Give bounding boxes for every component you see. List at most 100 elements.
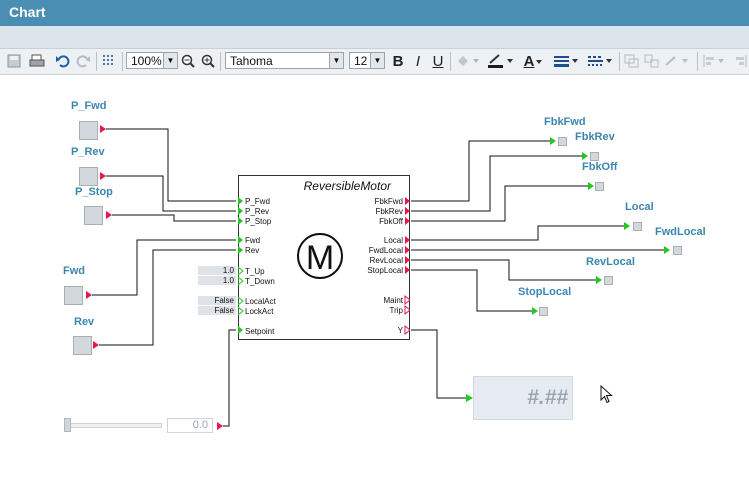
zoom-in-icon[interactable] — [200, 52, 216, 70]
window-title: Chart — [9, 4, 46, 20]
fbkfwd-label: FbkFwd — [544, 116, 586, 128]
pin-lockact[interactable]: LockAct — [245, 307, 274, 316]
bold-button[interactable]: B — [392, 52, 404, 70]
pin-y[interactable]: Y — [397, 326, 403, 335]
wire-p-fwd — [106, 128, 236, 202]
localact-value[interactable]: False — [198, 296, 236, 305]
align-left-icon[interactable] — [702, 52, 728, 70]
t-down-value[interactable]: 1.0 — [198, 276, 236, 285]
pin-p-fwd[interactable]: P_Fwd — [245, 197, 270, 206]
wire-p-rev — [106, 175, 236, 212]
font-size-select[interactable]: 12 ▼ — [349, 52, 385, 69]
print-icon[interactable] — [28, 52, 46, 70]
fbkoff-connector — [588, 182, 594, 190]
lockact-value[interactable]: False — [198, 306, 236, 315]
pin-local[interactable]: Local — [383, 236, 403, 245]
pin-maint[interactable]: Maint — [383, 296, 403, 305]
block-title: ReversibleMotor — [303, 179, 391, 193]
p-rev-connector — [100, 172, 106, 180]
fwdlocal-connector — [664, 246, 670, 254]
line-width-icon[interactable] — [553, 52, 581, 70]
chevron-down-icon: ▼ — [329, 53, 343, 68]
sub-bar — [0, 26, 749, 49]
wire-fbkrev — [411, 155, 582, 212]
p-rev-input[interactable] — [79, 167, 98, 186]
font-color-button[interactable]: A — [520, 52, 548, 70]
zoom-select[interactable]: 100% ▼ — [126, 52, 178, 69]
revlocal-output[interactable] — [604, 276, 613, 285]
undo-icon[interactable] — [54, 52, 72, 70]
font-family-value: Tahoma — [230, 54, 273, 68]
p-stop-input[interactable] — [84, 206, 103, 225]
fbkoff-output[interactable] — [595, 182, 604, 191]
line-color-icon[interactable] — [486, 52, 516, 70]
toolbar-separator — [122, 52, 123, 71]
toolbar-separator — [96, 52, 97, 71]
wire-stoplocal — [411, 269, 532, 312]
fbkrev-connector — [582, 152, 588, 160]
t-up-value[interactable]: 1.0 — [198, 266, 236, 275]
font-size-value: 12 — [354, 54, 368, 68]
fill-color-icon[interactable] — [455, 52, 481, 70]
motor-symbol: M — [297, 233, 343, 279]
pin-setpoint[interactable]: Setpoint — [245, 327, 275, 336]
font-family-select[interactable]: Tahoma ▼ — [225, 52, 344, 69]
fbkfwd-output[interactable] — [558, 137, 567, 146]
italic-button[interactable]: I — [415, 52, 421, 70]
group-icon[interactable] — [623, 52, 641, 70]
pin-p-rev[interactable]: P_Rev — [245, 207, 270, 216]
pin-revlocal[interactable]: RevLocal — [369, 256, 403, 265]
pin-fbkoff[interactable]: FbkOff — [379, 217, 403, 226]
pin-p-stop[interactable]: P_Stop — [245, 217, 272, 226]
rev-input[interactable] — [73, 336, 92, 355]
numeric-display[interactable]: #.## — [473, 376, 573, 420]
input-connector-arrows — [86, 125, 223, 430]
fbkfwd-connector — [550, 137, 556, 145]
align-right-icon[interactable] — [731, 52, 749, 70]
mouse-cursor-icon — [600, 385, 613, 404]
line-style-icon[interactable] — [587, 52, 615, 70]
wire-fbkoff — [411, 185, 588, 222]
zoom-out-icon[interactable] — [180, 52, 196, 70]
wire-y — [411, 329, 467, 399]
pin-trip[interactable]: Trip — [389, 306, 403, 315]
fbkrev-label: FbkRev — [575, 131, 615, 143]
reversible-motor-block[interactable]: ReversibleMotor M P_Fwd P_Rev P_Stop Fwd… — [238, 175, 410, 340]
save-icon[interactable] — [5, 52, 23, 70]
redo-icon[interactable] — [74, 52, 92, 70]
pin-t-down[interactable]: T_Down — [245, 277, 275, 286]
block-pin-markers — [238, 197, 410, 336]
underline-button[interactable]: U — [432, 52, 444, 70]
fwd-label: Fwd — [63, 265, 85, 277]
wire-local — [411, 225, 624, 241]
pin-t-up[interactable]: T_Up — [245, 267, 265, 276]
p-rev-label: P_Rev — [71, 146, 105, 158]
pin-localact[interactable]: LocalAct — [245, 297, 276, 306]
pin-stoplocal[interactable]: StopLocal — [367, 266, 403, 275]
setpoint-slider-track[interactable] — [64, 423, 162, 428]
wire-fwd — [92, 239, 236, 296]
stoplocal-output[interactable] — [539, 307, 548, 316]
output-connector-arrows — [466, 137, 670, 402]
pin-fbkfwd[interactable]: FbkFwd — [374, 197, 403, 206]
pin-rev[interactable]: Rev — [245, 246, 260, 255]
setpoint-slider-handle[interactable] — [64, 418, 71, 432]
rotate-icon[interactable] — [663, 52, 691, 70]
setpoint-value-field[interactable]: 0.0 — [167, 418, 213, 433]
pin-fbkrev[interactable]: FbkRev — [375, 207, 403, 216]
display-connector — [466, 394, 473, 402]
local-output[interactable] — [633, 222, 642, 231]
ungroup-icon[interactable] — [643, 52, 661, 70]
p-fwd-input[interactable] — [79, 121, 98, 140]
pin-fwdlocal[interactable]: FwdLocal — [368, 246, 403, 255]
local-label: Local — [625, 201, 654, 213]
p-fwd-connector — [100, 125, 106, 133]
wire-p-stop — [112, 214, 236, 222]
toolbar-separator — [619, 52, 620, 71]
pin-fwd[interactable]: Fwd — [245, 236, 261, 245]
grid-icon[interactable] — [100, 52, 118, 70]
fwdlocal-output[interactable] — [673, 246, 682, 255]
fwd-input[interactable] — [64, 286, 83, 305]
fbkrev-output[interactable] — [590, 152, 599, 161]
